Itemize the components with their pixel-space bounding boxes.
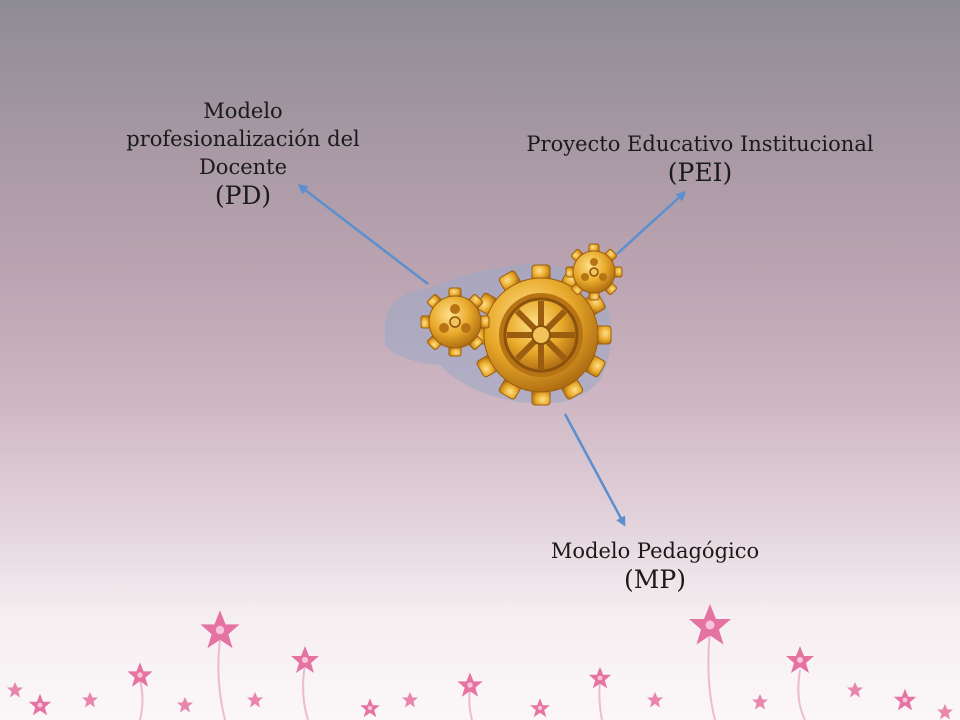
node-pei: Proyecto Educativo Institucional (PEI) <box>510 130 890 188</box>
node-mp-name-line-1: Modelo Pedagógico <box>550 539 760 563</box>
node-pei-abbr: (PEI) <box>667 158 733 187</box>
node-mp: Modelo Pedagógico (MP) <box>510 537 800 595</box>
arrow-to-mp <box>563 413 626 527</box>
node-pd-abbr: (PD) <box>214 181 272 210</box>
node-pd-name-line-2: profesionalización del <box>126 127 360 151</box>
node-pd: Modelo profesionalización del Docente (P… <box>118 97 368 211</box>
node-mp-abbr: (MP) <box>624 565 686 594</box>
arrow-to-pd <box>297 184 429 285</box>
node-pd-name-line-1: Modelo <box>203 99 283 123</box>
node-pei-name-line-1: Proyecto Educativo Institucional <box>526 132 874 156</box>
arrow-to-pei <box>616 190 687 255</box>
node-pd-name-line-3: Docente <box>198 155 288 179</box>
